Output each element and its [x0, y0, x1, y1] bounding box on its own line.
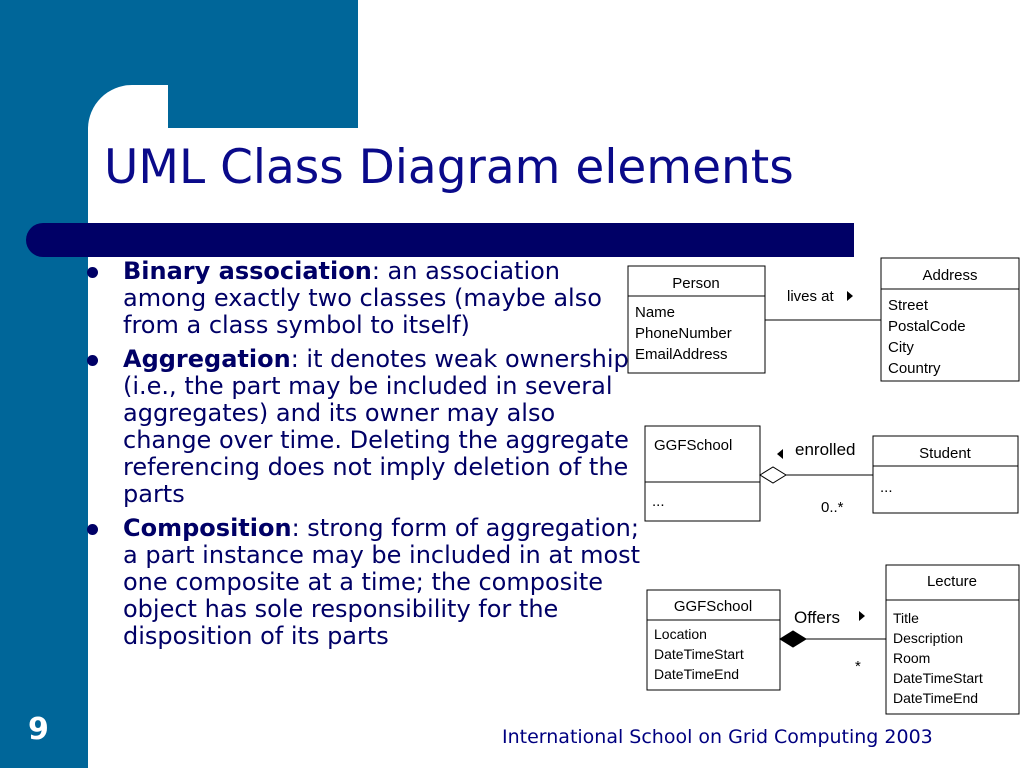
bullet-term: Composition	[123, 514, 292, 542]
aggregation-multiplicity: 0..*	[821, 499, 844, 516]
composition-multiplicity: *	[855, 658, 861, 675]
direction-arrow-left-icon	[777, 449, 783, 459]
bullet-dot-icon	[87, 524, 98, 535]
filled-diamond-icon	[779, 630, 807, 648]
bullet-binary-association: Binary association: an association among…	[84, 258, 644, 339]
title-underline-bar	[26, 223, 854, 257]
lecture-class-box	[885, 564, 1020, 715]
address-attribute: Country	[888, 360, 941, 377]
composition-diagram: GGFSchool Location DateTimeStart DateTim…	[646, 564, 1020, 715]
direction-arrow-right-icon	[847, 291, 853, 301]
page-number: 9	[28, 712, 49, 747]
lecture-attribute: DateTimeStart	[893, 670, 983, 686]
slide-title: UML Class Diagram elements	[104, 140, 794, 195]
ggfschool-composite-class-box	[646, 589, 781, 691]
bullet-text: : it denotes weak ownership (i.e., the p…	[123, 345, 629, 508]
address-class-name: Address	[922, 267, 977, 284]
ggfschool-class-name: GGFSchool	[654, 437, 732, 454]
lecture-attribute: Room	[893, 650, 930, 666]
ggfschool-class-box	[644, 425, 761, 522]
lecture-attribute: DateTimeEnd	[893, 690, 978, 706]
association-label: lives at	[787, 288, 835, 305]
aggregation-label: enrolled	[795, 440, 856, 459]
bullet-term: Binary association	[123, 257, 372, 285]
lecture-class-name: Lecture	[927, 573, 977, 590]
bullet-aggregation: Aggregation: it denotes weak ownership (…	[84, 346, 644, 508]
address-attribute: City	[888, 339, 914, 356]
bullet-text: : an association among exactly two class…	[123, 257, 602, 339]
direction-arrow-right-icon	[859, 611, 865, 621]
person-class-box	[627, 265, 766, 374]
bullet-dot-icon	[87, 355, 98, 366]
hollow-diamond-icon	[759, 466, 787, 484]
composition-label: Offers	[794, 608, 840, 627]
aggregation-diagram: GGFSchool ... Student ... enrolled 0..*	[644, 425, 1019, 522]
bullet-composition: Composition: strong form of aggregation;…	[84, 515, 644, 650]
ggfschool-attribute: ...	[652, 493, 665, 510]
association-diagram: Person Name PhoneNumber EmailAddress Add…	[627, 257, 1020, 382]
bullet-text: : strong form of aggregation; a part ins…	[123, 514, 641, 650]
ggfschool-composite-attribute: DateTimeEnd	[654, 666, 739, 682]
address-attribute: PostalCode	[888, 318, 966, 335]
student-attribute: ...	[880, 479, 893, 496]
lecture-attribute: Title	[893, 610, 919, 626]
footer-text: International School on Grid Computing 2…	[502, 726, 933, 748]
bullet-dot-icon	[87, 267, 98, 278]
person-class-name: Person	[672, 275, 720, 292]
bullet-list: Binary association: an association among…	[84, 258, 644, 657]
address-attribute: Street	[888, 297, 929, 314]
top-decor-block	[0, 0, 358, 128]
ggfschool-composite-attribute: DateTimeStart	[654, 646, 744, 662]
person-attribute: PhoneNumber	[635, 325, 732, 342]
bullet-term: Aggregation	[123, 345, 291, 373]
student-class-name: Student	[919, 445, 972, 462]
ggfschool-composite-class-name: GGFSchool	[674, 598, 752, 615]
person-attribute: EmailAddress	[635, 346, 728, 363]
rounded-corner	[88, 85, 168, 165]
lecture-attribute: Description	[893, 630, 963, 646]
address-class-box	[880, 257, 1020, 382]
left-decor-bar	[0, 0, 88, 768]
student-class-box	[872, 435, 1019, 514]
ggfschool-composite-attribute: Location	[654, 626, 707, 642]
